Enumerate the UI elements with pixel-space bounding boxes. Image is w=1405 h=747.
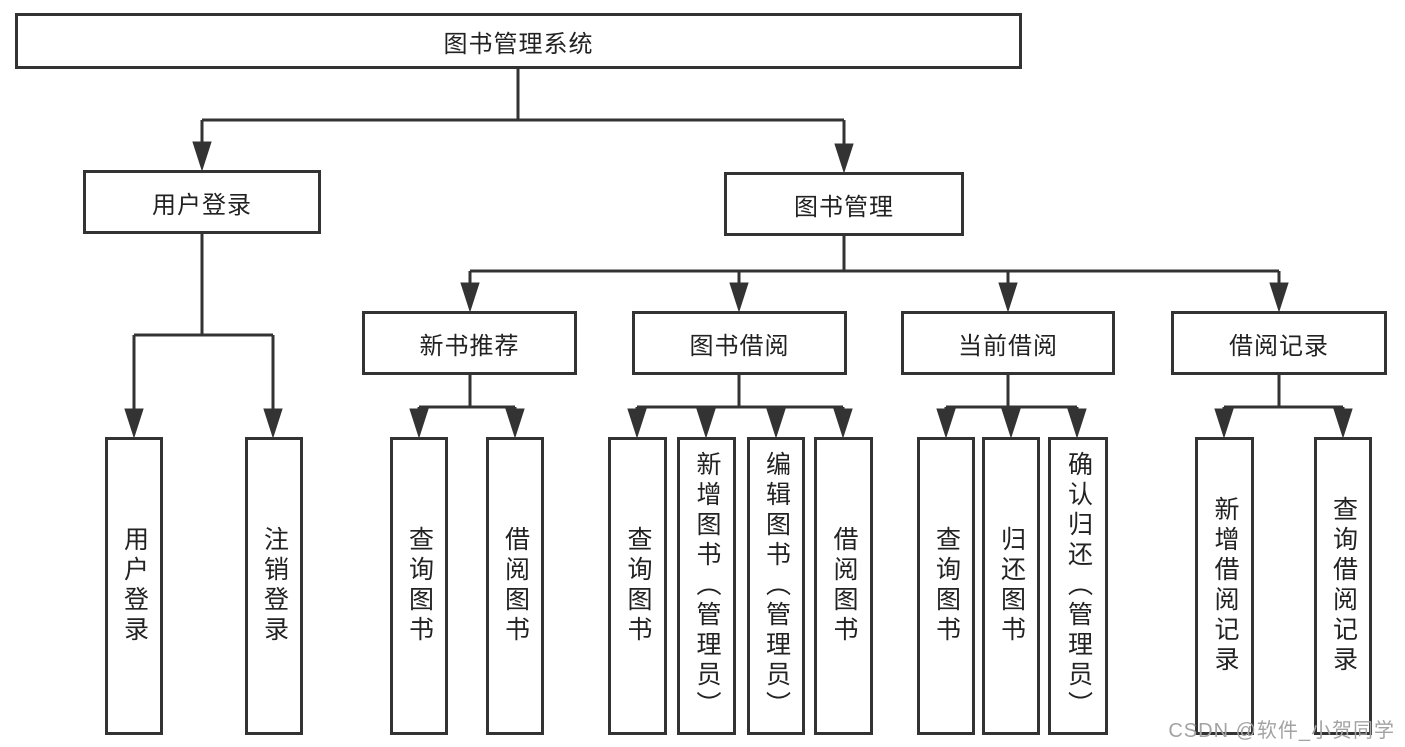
leaf-query-borrow-record: 查询借阅记录	[1314, 437, 1372, 735]
leaf-edit-books-admin-label: 编辑图书（管理员）	[762, 451, 791, 721]
leaf-query-books-recommend-label: 查询图书	[405, 526, 434, 646]
leaf-user-login-label: 用户登录	[120, 526, 149, 646]
leaf-user-login: 用户登录	[105, 437, 163, 735]
node-user-login: 用户登录	[83, 170, 321, 234]
leaf-add-borrow-record: 新增借阅记录	[1195, 437, 1254, 735]
leaf-edit-books-admin: 编辑图书（管理员）	[747, 437, 805, 735]
leaf-confirm-return-admin-label: 确认归还（管理员）	[1064, 451, 1093, 721]
leaf-query-books-current: 查询图书	[917, 437, 975, 735]
leaf-borrow-books-borrowing: 借阅图书	[814, 437, 873, 735]
leaf-return-books: 归还图书	[982, 437, 1040, 735]
node-new-book-recommendation: 新书推荐	[362, 311, 577, 375]
leaf-borrow-books-borrowing-label: 借阅图书	[830, 526, 858, 646]
leaf-logout-label: 注销登录	[260, 526, 289, 646]
watermark: CSDN @软件_小贺同学	[1168, 720, 1395, 742]
leaf-borrow-books-recommend: 借阅图书	[486, 437, 544, 735]
leaf-add-borrow-record-label: 新增借阅记录	[1211, 496, 1239, 676]
node-borrowing-records: 借阅记录	[1171, 311, 1387, 375]
node-library-management-system: 图书管理系统	[15, 13, 1022, 69]
node-current-borrowing: 当前借阅	[901, 311, 1115, 375]
leaf-query-books-recommend: 查询图书	[390, 437, 448, 735]
leaf-return-books-label: 归还图书	[997, 526, 1026, 646]
leaf-query-books-borrowing-label: 查询图书	[624, 526, 652, 646]
leaf-add-books-admin: 新增图书（管理员）	[677, 437, 736, 735]
leaf-logout: 注销登录	[245, 437, 303, 735]
node-book-management: 图书管理	[724, 172, 964, 236]
leaf-borrow-books-recommend-label: 借阅图书	[501, 526, 530, 646]
leaf-query-books-borrowing: 查询图书	[608, 437, 667, 735]
leaf-query-borrow-record-label: 查询借阅记录	[1329, 496, 1358, 676]
leaf-confirm-return-admin: 确认归还（管理员）	[1048, 437, 1108, 735]
leaf-add-books-admin-label: 新增图书（管理员）	[693, 451, 721, 721]
leaf-query-books-current-label: 查询图书	[932, 526, 961, 646]
node-book-borrowing: 图书借阅	[632, 311, 847, 375]
